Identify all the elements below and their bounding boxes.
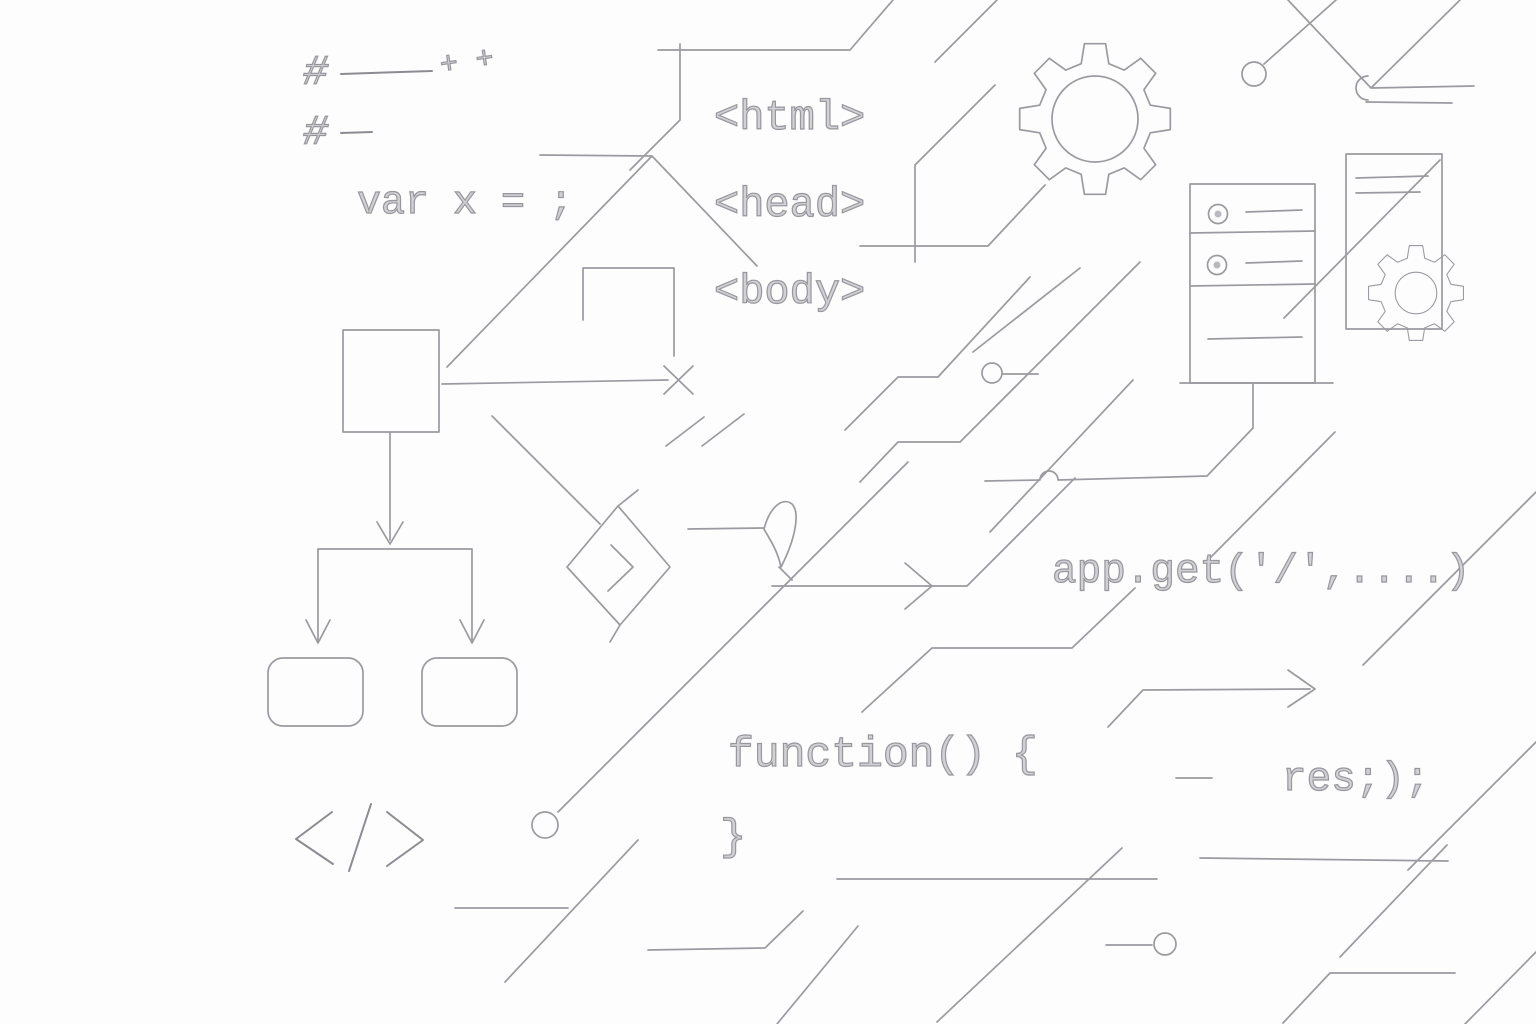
circuit-traces <box>441 0 1536 1024</box>
flow-arrow-right <box>771 477 1076 610</box>
comment-dash <box>340 70 433 134</box>
gear-icon-small <box>1368 245 1464 341</box>
gear-icon <box>1018 42 1172 196</box>
circle-node-icon <box>531 61 1369 956</box>
head-tag: <head> <box>713 181 866 229</box>
server-connector-wire <box>984 383 1254 482</box>
function-open: function() { <box>727 730 1038 779</box>
diamond-icon <box>566 489 671 643</box>
flowchart-root-box <box>342 329 440 433</box>
body-tag: <body> <box>713 268 866 316</box>
flow-arrow-right-2 <box>1107 669 1316 728</box>
response-fragment: res;); <box>1281 757 1430 803</box>
plus-marks: + + <box>437 42 497 84</box>
html-tag: <html> <box>713 94 866 142</box>
comment-hash: # <box>302 49 329 97</box>
server-led-icon <box>1206 254 1228 276</box>
flowchart-tree-icon <box>267 329 518 727</box>
route-call: app.get('/',....) <box>1051 549 1471 595</box>
code-tag-icon <box>295 803 424 872</box>
comment-hash: # <box>302 109 329 157</box>
server-rack-icon <box>1179 183 1334 384</box>
var-statement: var x = ; <box>356 181 574 226</box>
function-close: } <box>719 813 747 863</box>
flowchart-leaf-box <box>421 657 518 727</box>
document-icon <box>1345 153 1443 330</box>
server-led-icon <box>1207 203 1229 225</box>
flowchart-leaf-box <box>267 657 364 727</box>
x-mark-icon <box>663 365 694 395</box>
leaf-squiggle <box>763 500 797 581</box>
